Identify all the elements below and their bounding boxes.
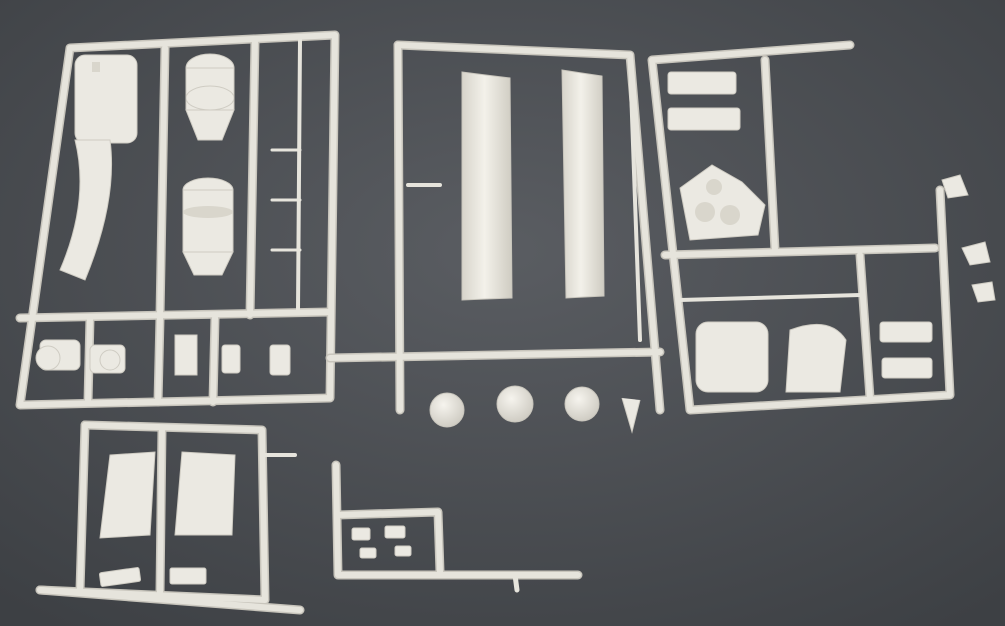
small-bracket-parts <box>351 525 412 559</box>
boiler-half-right-part <box>561 69 605 299</box>
dome-parts <box>429 385 641 434</box>
cab-roof-parts <box>98 451 236 587</box>
sprue-frame-bottom-left <box>35 420 305 615</box>
sprue-frame-top-right <box>647 40 955 415</box>
loose-small-parts-right <box>941 174 996 303</box>
water-tank-upper-part <box>185 53 235 141</box>
boiler-half-left-part <box>461 71 513 301</box>
plate-parts-top-right <box>667 71 766 241</box>
water-tank-lower-part <box>182 177 234 276</box>
sprue-frame-bottom-center <box>331 460 583 593</box>
cab-panel-parts <box>695 321 933 393</box>
sprue-frame-center <box>325 40 665 415</box>
sprue-frame-top-left <box>15 30 340 410</box>
valve-assembly-part <box>35 339 126 374</box>
fuel-tank-part <box>59 54 138 281</box>
small-frame-parts <box>174 334 291 376</box>
